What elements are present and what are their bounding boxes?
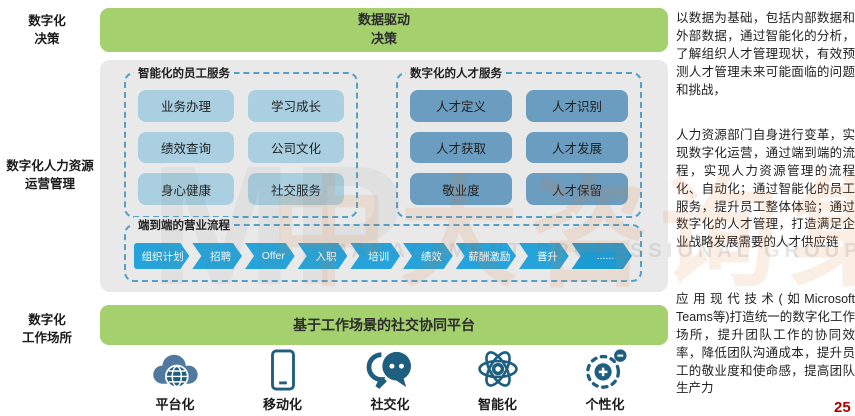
capability-label: 智能化 xyxy=(477,397,517,412)
capability-mobile: 移动化 xyxy=(234,349,332,413)
service-chip: 公司文化 xyxy=(248,131,344,164)
service-chip: 人才发展 xyxy=(526,131,628,164)
service-chip: 身心健康 xyxy=(138,173,234,205)
capability-label: 社交化 xyxy=(370,397,410,412)
employee-services-box: 智能化的员工服务 业务办理 学习成长 绩效查询 公司文化 身心健康 社交服务 xyxy=(124,65,358,218)
note-decision: 以数据为基础，包括内部数据和外部数据，通过智能化的分析，了解组织人才管理现状，有… xyxy=(676,11,855,97)
process-step: 招聘 xyxy=(192,243,242,269)
process-step: 组织计划 xyxy=(134,243,189,269)
chat-bubbles-icon xyxy=(365,349,415,391)
service-chip: 敬业度 xyxy=(410,173,512,205)
orbit-icon xyxy=(581,347,629,391)
service-chip: 绩效查询 xyxy=(138,131,234,164)
process-step: Offer xyxy=(245,243,295,269)
social-collaboration-platform-bar: 基于工作场景的社交协同平台 xyxy=(100,305,668,345)
service-chip: 人才识别 xyxy=(526,90,628,122)
end-to-end-process-box: 端到端的营业流程 组织计划 招聘 Offer 入职 培训 绩效 薪酬激励 晋升 … xyxy=(124,217,642,282)
capability-social: 社交化 xyxy=(341,351,439,413)
capability-intelligent: 智能化 xyxy=(449,351,547,413)
capability-label: 平台化 xyxy=(155,397,195,412)
stage-label-decision: 数字化 决策 xyxy=(28,14,66,46)
process-step: 入职 xyxy=(298,243,348,269)
atom-icon xyxy=(475,347,521,391)
capability-label: 个性化 xyxy=(585,397,625,412)
end-to-end-process-title: 端到端的营业流程 xyxy=(134,217,234,233)
capability-label: 移动化 xyxy=(262,397,302,412)
employee-services-grid: 业务办理 学习成长 绩效查询 公司文化 身心健康 社交服务 xyxy=(138,90,344,205)
data-driven-decision-bar: 数据驱动 决策 xyxy=(100,8,668,52)
process-flow: 组织计划 招聘 Offer 入职 培训 绩效 薪酬激励 晋升 ...... xyxy=(134,243,632,269)
talent-services-grid: 人才定义 人才识别 人才获取 人才发展 敬业度 人才保留 xyxy=(410,90,628,205)
service-chip: 业务办理 xyxy=(138,90,234,122)
talent-services-box: 数字化的人才服务 人才定义 人才识别 人才获取 人才发展 敬业度 人才保留 xyxy=(396,65,642,218)
talent-services-title: 数字化的人才服务 xyxy=(406,65,506,81)
service-chip: 学习成长 xyxy=(248,90,344,122)
process-step: 晋升 xyxy=(519,243,569,269)
service-chip: 人才定义 xyxy=(410,90,512,122)
stage-label-operation: 数字化人力资源 运营管理 xyxy=(6,159,94,191)
service-chip: 社交服务 xyxy=(248,173,344,205)
smartphone-icon xyxy=(269,349,297,391)
service-chip: 人才保留 xyxy=(526,173,628,205)
stage-label-workplace: 数字化 工作场所 xyxy=(21,313,72,345)
cloud-globe-icon xyxy=(146,351,204,391)
note-operation: 人力资源部门自身进行变革，实现数字化运营，通过端到端的流程，实现人力资源管理的流… xyxy=(676,128,855,250)
process-step: ...... xyxy=(572,243,632,269)
capability-platform: 平台化 xyxy=(126,351,224,413)
employee-services-title: 智能化的员工服务 xyxy=(134,65,234,81)
process-step: 培训 xyxy=(350,243,400,269)
process-step: 绩效 xyxy=(403,243,453,269)
capabilities-row: 平台化 移动化 社交化 xyxy=(126,349,654,413)
process-step: 薪酬激励 xyxy=(456,243,516,269)
note-workplace: 应用现代技术(如Microsoft Teams等)打造统一的数字化工作场所，提升… xyxy=(676,292,855,396)
capability-personalized: 个性化 xyxy=(556,349,654,413)
hr-operation-panel: 智能化的员工服务 业务办理 学习成长 绩效查询 公司文化 身心健康 社交服务 数… xyxy=(100,60,668,292)
service-chip: 人才获取 xyxy=(410,131,512,164)
page-number: 25 xyxy=(834,399,851,416)
